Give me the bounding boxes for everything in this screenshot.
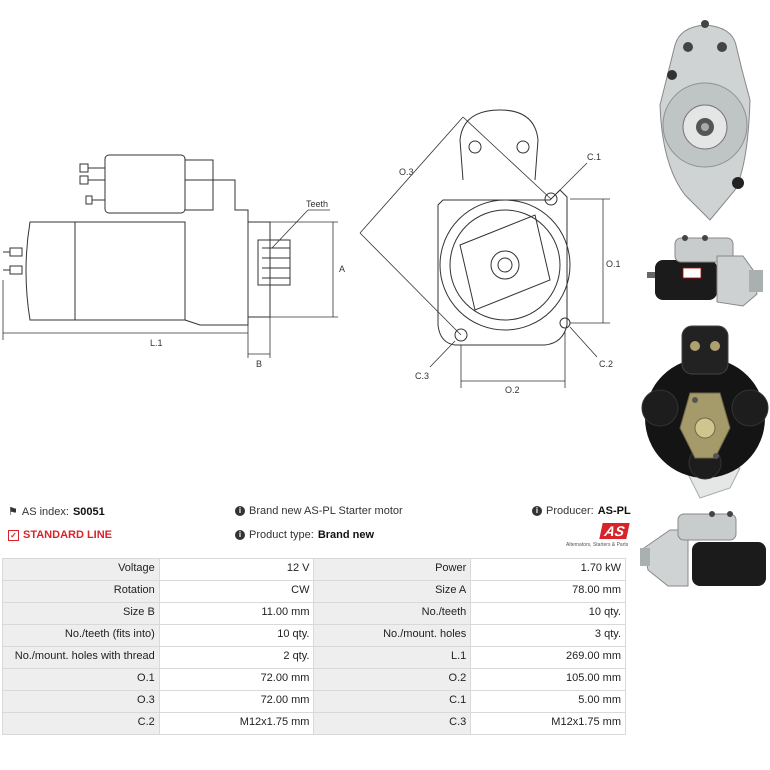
logo-tagline: Alternators, Starters & Parts xyxy=(566,542,629,548)
standard-line: ✓ STANDARD LINE xyxy=(8,529,112,541)
info-icon: i xyxy=(532,506,542,516)
spec-label: Power xyxy=(313,558,472,581)
description-text: Brand new AS-PL Starter motor xyxy=(249,505,403,517)
o2-label: O.2 xyxy=(505,385,520,395)
b-label: B xyxy=(256,359,262,369)
spec-label: C.3 xyxy=(313,712,472,735)
producer: i Producer: AS-PL xyxy=(532,505,631,517)
standard-line-label: STANDARD LINE xyxy=(23,529,113,541)
spec-label: Size A xyxy=(313,580,472,603)
side-view-drawing: Teeth A B L.1 xyxy=(2,154,345,369)
c2-label: C.2 xyxy=(599,359,613,369)
table-row: No./teeth (fits into)10 qty.No./mount. h… xyxy=(2,624,626,647)
spec-value: 11.00 mm xyxy=(158,602,315,625)
product-type-value: Brand new xyxy=(317,529,375,541)
spec-label: O.1 xyxy=(2,668,160,691)
spec-value: 72.00 mm xyxy=(158,668,315,691)
c1-label: C.1 xyxy=(587,152,601,162)
c3-label: C.3 xyxy=(415,371,429,381)
product-type-label: Product type: xyxy=(249,529,314,541)
producer-label: Producer: xyxy=(546,505,594,517)
spec-label: C.1 xyxy=(313,690,472,713)
as-index-value: S0051 xyxy=(72,505,105,518)
spec-label: No./teeth xyxy=(313,602,472,625)
info-icon: i xyxy=(235,506,245,516)
spec-value: 72.00 mm xyxy=(158,690,315,713)
spec-label: No./mount. holes xyxy=(313,624,472,647)
spec-label: C.2 xyxy=(2,712,160,735)
spec-label: Size B xyxy=(2,602,160,625)
spec-value: 78.00 mm xyxy=(470,580,626,603)
as-index: ⚑ AS index: S0051 xyxy=(8,505,105,519)
o3-label: O.3 xyxy=(399,167,414,177)
spec-label: L.1 xyxy=(313,646,472,669)
spec-value: M12x1.75 mm xyxy=(470,712,626,735)
spec-value: 105.00 mm xyxy=(470,668,626,691)
spec-label: No./mount. holes with thread xyxy=(2,646,160,669)
producer-value: AS-PL xyxy=(597,505,631,517)
logo-mark: AS xyxy=(598,523,630,539)
spec-value: M12x1.75 mm xyxy=(158,712,315,735)
spec-value: 10 qty. xyxy=(158,624,315,647)
l1-label: L.1 xyxy=(150,338,163,348)
tag-icon: ⚑ xyxy=(8,506,18,518)
spec-label: O.2 xyxy=(313,668,472,691)
spec-value: 12 V xyxy=(158,558,315,581)
product-photo-front xyxy=(659,20,751,221)
teeth-label: Teeth xyxy=(306,199,328,209)
as-index-label: AS index: xyxy=(21,505,69,518)
spec-value: CW xyxy=(158,580,315,603)
spec-value: 1.70 kW xyxy=(470,558,626,581)
spec-value: 10 qty. xyxy=(470,602,626,625)
spec-label: Voltage xyxy=(2,558,160,581)
as-pl-logo: AS Alternators, Starters & Parts xyxy=(566,523,630,551)
spec-label: No./teeth (fits into) xyxy=(2,624,160,647)
front-view-drawing: O.3 C.1 O.1 C.2 C.3 O.2 xyxy=(359,109,621,395)
spec-value: 2 qty. xyxy=(158,646,315,669)
checkbox-icon: ✓ xyxy=(8,529,19,541)
product-photo-side xyxy=(647,235,763,307)
info-icon: i xyxy=(235,530,245,540)
spec-value: 269.00 mm xyxy=(470,646,626,669)
a-label: A xyxy=(339,264,345,274)
product-photo-rear xyxy=(641,325,769,499)
spec-value: 5.00 mm xyxy=(470,690,626,713)
product-type: i Product type: Brand new xyxy=(235,529,374,541)
product-description: i Brand new AS-PL Starter motor xyxy=(235,505,403,517)
spec-value: 3 qty. xyxy=(470,624,626,647)
product-photo-side-2 xyxy=(640,511,766,587)
spec-label: Rotation xyxy=(2,580,160,603)
o1-label: O.1 xyxy=(606,259,621,269)
spec-label: O.3 xyxy=(2,690,160,713)
